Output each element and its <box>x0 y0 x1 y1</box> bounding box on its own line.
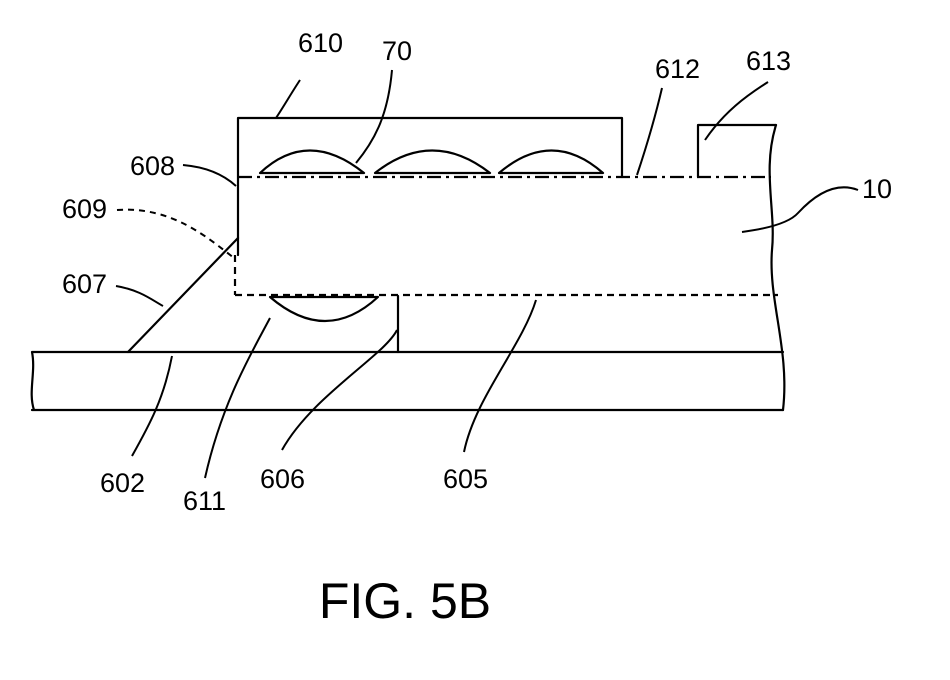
label-605: 605 <box>443 464 488 494</box>
leader-602 <box>132 356 172 456</box>
housing-610 <box>238 118 622 255</box>
leader-609 <box>117 210 234 258</box>
leader-606 <box>282 330 397 450</box>
label-606: 606 <box>260 464 305 494</box>
leader-611 <box>205 318 270 478</box>
label-611: 611 <box>183 486 226 516</box>
lens-70-2 <box>375 151 490 174</box>
figure-caption: FIG. 5B <box>319 573 491 629</box>
leader-610 <box>276 80 300 118</box>
leader-613 <box>705 82 768 140</box>
leader-607 <box>116 286 163 306</box>
label-612: 612 <box>655 54 700 84</box>
label-613: 613 <box>746 46 791 76</box>
label-608: 608 <box>130 151 175 181</box>
label-602: 602 <box>100 468 145 498</box>
label-607: 607 <box>62 269 107 299</box>
leader-608 <box>183 165 236 186</box>
lens-70-3 <box>499 151 603 174</box>
leader-70 <box>356 70 392 163</box>
right-break-line <box>770 125 785 410</box>
leader-605 <box>464 300 536 452</box>
label-610: 610 <box>298 28 343 58</box>
lens-611 <box>270 297 378 321</box>
label-70: 70 <box>382 36 412 66</box>
leader-10 <box>742 187 858 232</box>
lens-70-1 <box>260 151 364 174</box>
leader-612 <box>637 88 662 175</box>
label-609: 609 <box>62 194 107 224</box>
base-layer-602 <box>32 352 783 410</box>
label-10: 10 <box>862 174 892 204</box>
